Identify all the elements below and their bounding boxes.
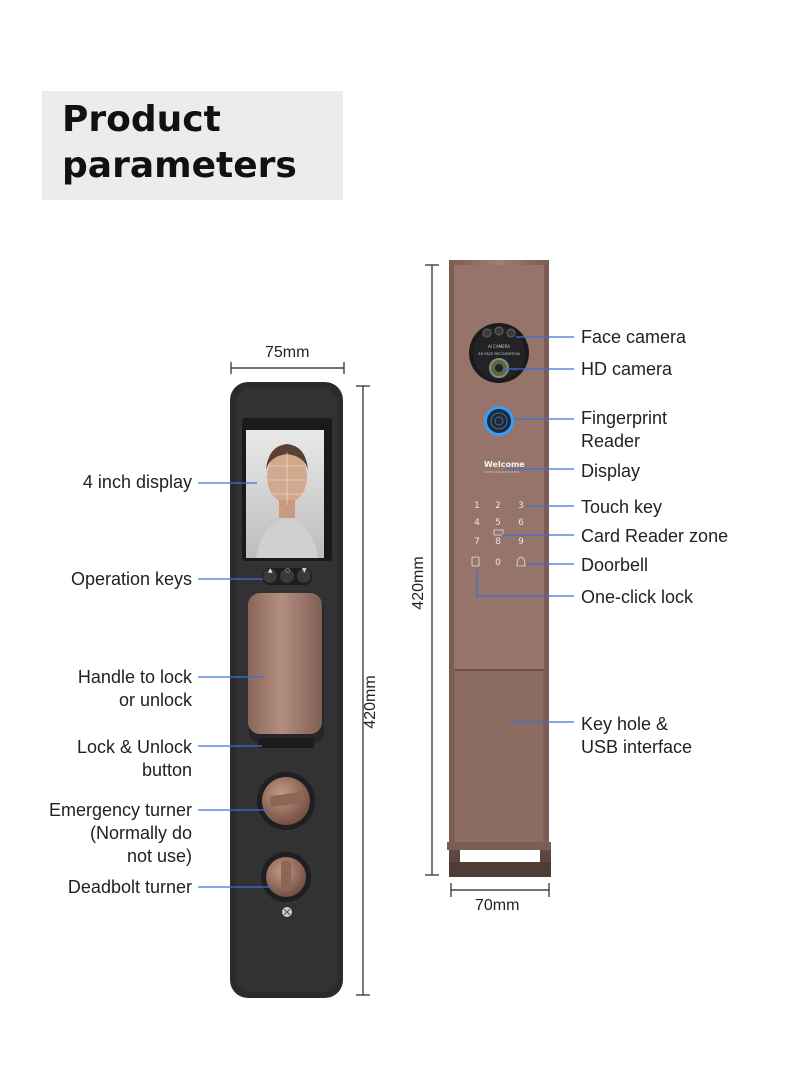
- front-leader-lines: [198, 482, 272, 888]
- label-emergency-line3: not use): [126, 846, 192, 866]
- back-dimensions: [425, 264, 550, 897]
- lock-icon: [471, 556, 480, 567]
- front-lock: ▲ ○ ▼: [230, 382, 343, 998]
- label-4inch-display: 4 inch display: [82, 472, 192, 492]
- label-lock-button-line2: button: [141, 760, 192, 780]
- front-dimensions: [230, 362, 370, 996]
- camera-text-1: AI CAMERA: [488, 344, 510, 349]
- key-7: 7: [474, 537, 480, 547]
- label-emergency-line2: (Normally do: [89, 823, 192, 843]
- back-height-dim: 420mm: [410, 556, 427, 610]
- label-handle-line2: or unlock: [118, 690, 192, 710]
- label-fingerprint-line1: Fingerprint: [581, 408, 668, 428]
- title-line-1: Product: [62, 99, 221, 140]
- label-handle-line1: Handle to lock: [77, 667, 192, 687]
- label-lock-button-line1: Lock & Unlock: [76, 737, 192, 757]
- label-keyhole: Key hole & USB interface: [581, 713, 692, 759]
- card-reader-icon: [493, 529, 504, 536]
- key-3: 3: [518, 501, 524, 511]
- back-width-dim: 70mm: [475, 897, 520, 914]
- label-one-click-lock: One-click lock: [581, 587, 694, 607]
- label-keyhole-line2: USB interface: [581, 737, 693, 757]
- label-fingerprint-line2: Reader: [581, 431, 641, 451]
- key-2: 2: [495, 501, 501, 511]
- page-title: Product parameters: [62, 97, 297, 189]
- label-hd-camera: HD camera: [581, 359, 673, 379]
- svg-text:▼: ▼: [302, 567, 307, 574]
- label-face-camera: Face camera: [581, 327, 687, 347]
- key-0: 0: [495, 558, 501, 568]
- back-lock: AI CAMERA 3D FACE RECOGNITION Welcome 1 …: [447, 260, 551, 877]
- label-lock-button: Lock & Unlock button: [77, 736, 192, 782]
- svg-text:○: ○: [285, 567, 290, 574]
- label-handle: Handle to lock or unlock: [78, 666, 192, 712]
- title-box: Product parameters: [42, 91, 343, 200]
- title-line-2: parameters: [62, 145, 297, 186]
- key-6: 6: [518, 518, 524, 528]
- label-operation-keys: Operation keys: [70, 569, 192, 589]
- label-deadbolt-turner: Deadbolt turner: [67, 877, 192, 897]
- label-display: Display: [581, 461, 641, 481]
- label-card-reader: Card Reader zone: [581, 526, 729, 546]
- front-height-dim: 420mm: [362, 675, 379, 729]
- key-4: 4: [474, 518, 480, 528]
- label-touch-key: Touch key: [581, 497, 663, 517]
- bell-icon: [516, 556, 526, 567]
- camera-text-2: 3D FACE RECOGNITION: [478, 352, 520, 356]
- key-8: 8: [495, 537, 501, 547]
- back-leader-lines: [476, 336, 574, 723]
- screen-welcome: Welcome: [484, 460, 525, 469]
- front-width-dim: 75mm: [265, 344, 310, 361]
- label-fingerprint-reader: Fingerprint Reader: [581, 407, 667, 453]
- label-doorbell: Doorbell: [581, 555, 649, 575]
- key-9: 9: [518, 537, 524, 547]
- key-5: 5: [495, 518, 501, 528]
- label-keyhole-line1: Key hole &: [581, 714, 669, 734]
- key-1: 1: [474, 501, 480, 511]
- svg-text:▲: ▲: [268, 567, 273, 574]
- label-emergency-line1: Emergency turner: [48, 800, 192, 820]
- label-emergency-turner: Emergency turner (Normally do not use): [49, 799, 192, 868]
